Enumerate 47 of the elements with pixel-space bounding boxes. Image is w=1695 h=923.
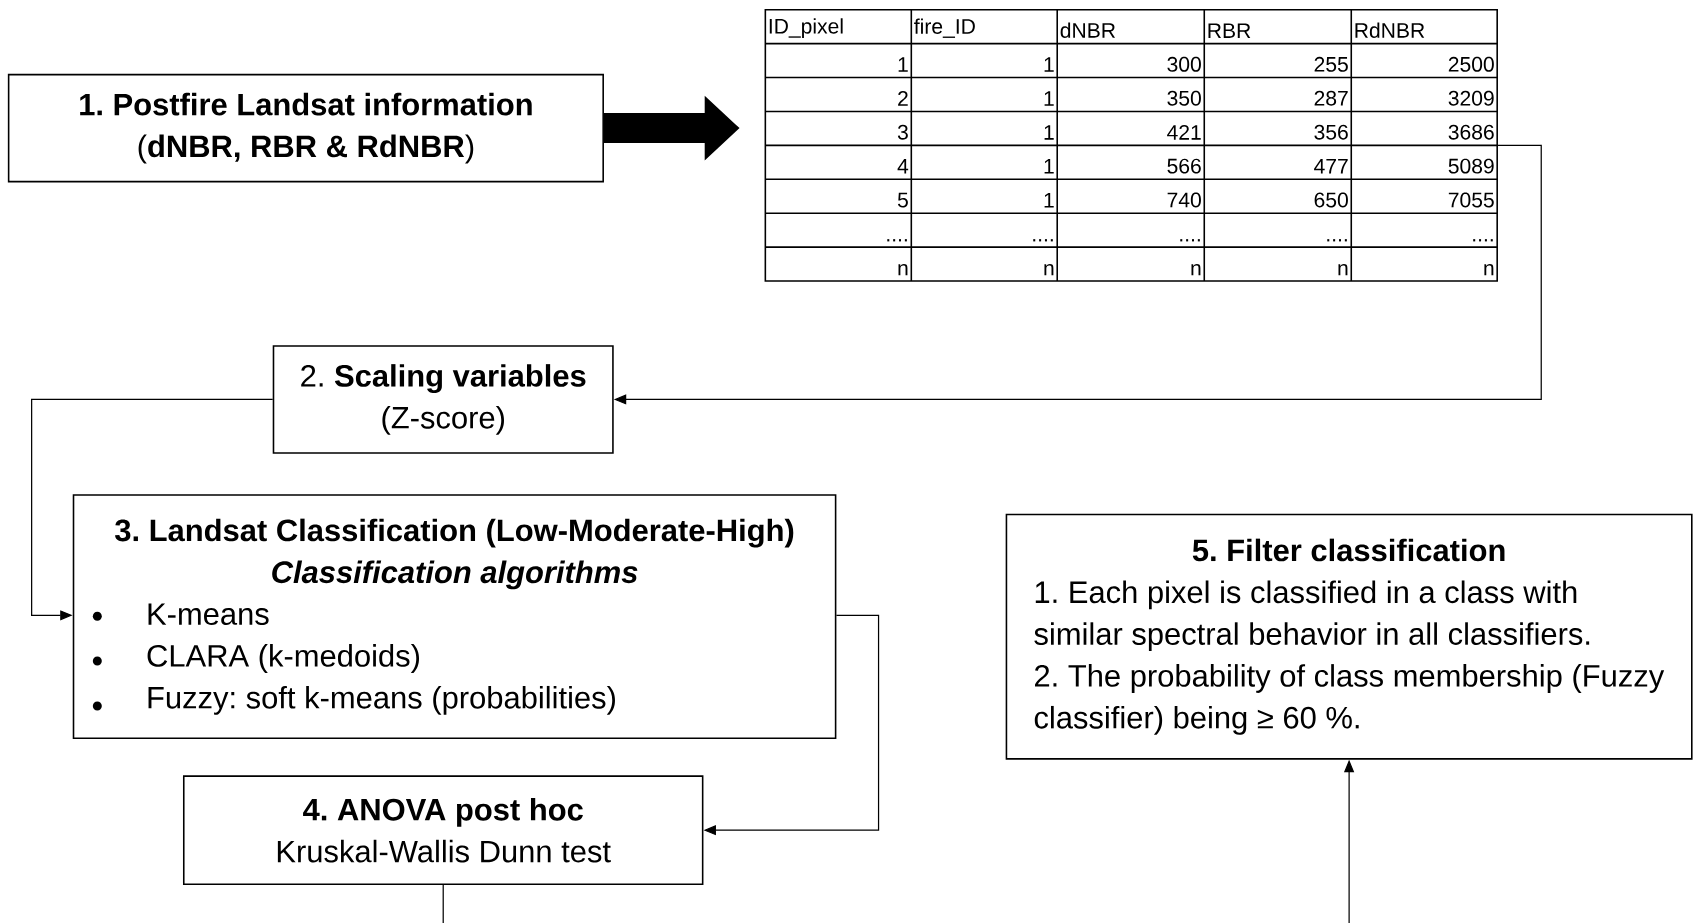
- table-cell: 1: [1044, 57, 1054, 72]
- table-cell: n: [1484, 263, 1494, 276]
- table-cell: 2500: [1448, 56, 1494, 72]
- table-cell: ....: [887, 239, 907, 242]
- table-cell: 740: [1167, 192, 1201, 208]
- table-cell: 287: [1314, 90, 1348, 106]
- table-cell: 1: [1044, 192, 1054, 208]
- data-table: [764, 8, 1498, 282]
- table-cell: ....: [1033, 239, 1053, 242]
- table-cell: n: [1191, 263, 1201, 276]
- table-cell: dNBR: [1060, 22, 1116, 38]
- table-cell: RdNBR: [1355, 22, 1425, 38]
- table-cell: 650: [1314, 192, 1348, 208]
- table-cell: 421: [1167, 124, 1201, 140]
- table-cell: 356: [1314, 124, 1348, 140]
- process-box: 5. Filter classification 1. Each pixel is classified in a class with similar spectral behavior in all classifiers. 2. The probability of class membership (Fuzzy classifier) being ≥ 60 %.: [1005, 513, 1693, 760]
- table-cell: ID_pixel: [769, 18, 843, 38]
- table-cell: 5089: [1448, 158, 1494, 174]
- table-cell: ....: [1473, 239, 1493, 242]
- table-cell: 2: [898, 90, 908, 106]
- table-cell: 566: [1167, 158, 1201, 174]
- table-cell: 350: [1167, 90, 1201, 106]
- table-cell: RBR: [1208, 23, 1251, 38]
- table-cell: 1: [898, 57, 908, 72]
- table-cell: 7055: [1448, 192, 1494, 208]
- table-cell: 3686: [1448, 124, 1494, 140]
- table-cell: n: [1044, 263, 1054, 276]
- process-box: 4. ANOVA post hoc Kruskal-Wallis Dunn test: [182, 775, 704, 885]
- table-cell: 477: [1314, 159, 1348, 174]
- table-cell: fire_ID: [914, 18, 975, 38]
- table-cell: 1: [1044, 91, 1054, 106]
- table-cell: 255: [1314, 56, 1348, 72]
- table-cell: 4: [897, 159, 909, 174]
- table-cell: 300: [1167, 56, 1201, 72]
- table-cell: 1: [1044, 159, 1054, 174]
- table-cell: 3209: [1448, 90, 1494, 106]
- table-cell: n: [1338, 263, 1348, 276]
- process-box: 1. Postfire Landsat information (dNBR, RBR & RdNBR): [7, 73, 604, 183]
- table-cell: ....: [1180, 239, 1200, 242]
- table-cell: n: [898, 263, 908, 276]
- table-cell: 5: [897, 192, 908, 208]
- table-cell: 1: [1044, 125, 1054, 140]
- table-cell: 3: [897, 124, 908, 140]
- connector-arrow: [31, 398, 274, 621]
- process-box: 2. Scaling variables (Z-score): [272, 345, 614, 454]
- table-cell: ....: [1327, 239, 1347, 242]
- process-box: 3. Landsat Classification (Low-Moderate-High) Classification algorithms K-means CLARA (k-medoids) Fuzzy: soft k-means (probabilities): [72, 494, 837, 740]
